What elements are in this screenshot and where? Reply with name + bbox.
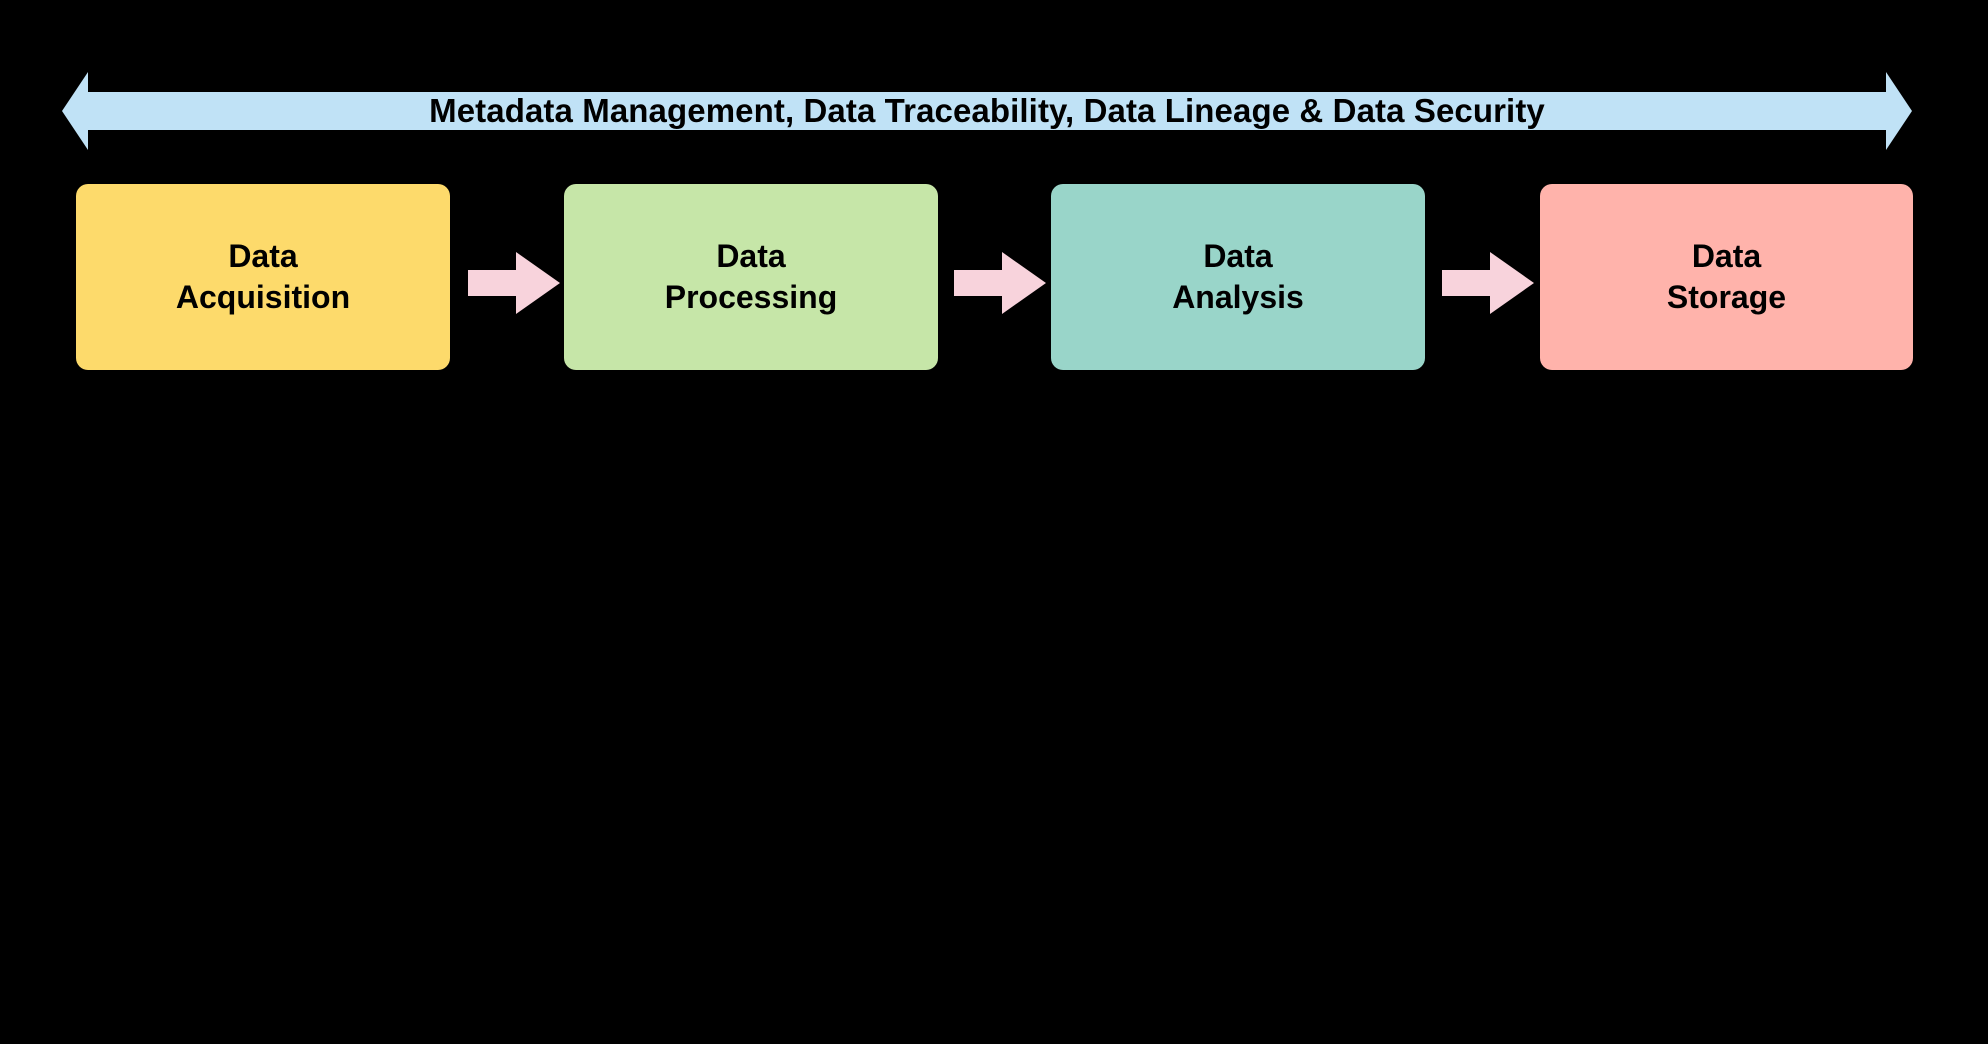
stage-box-data-acquisition[interactable]: Data Acquisition bbox=[76, 184, 450, 370]
stage-label-line2: Storage bbox=[1666, 279, 1787, 315]
arrow-right-shape bbox=[954, 252, 1046, 314]
stage-box-data-storage[interactable]: Data Storage bbox=[1540, 184, 1913, 370]
stage-label-line1: Data bbox=[228, 238, 298, 274]
arrow-right-icon bbox=[954, 252, 1046, 314]
stage-box-data-processing[interactable]: Data Processing bbox=[564, 184, 938, 370]
metadata-banner-arrow: Metadata Management, Data Traceability, … bbox=[62, 66, 1912, 156]
arrow-right-shape bbox=[468, 252, 560, 314]
stage-label-line1: Data bbox=[716, 238, 786, 274]
arrow-right-icon bbox=[1442, 252, 1534, 314]
stage-box-data-analysis[interactable]: Data Analysis bbox=[1051, 184, 1425, 370]
stage-label-line2: Analysis bbox=[1172, 279, 1304, 315]
arrow-right-shape bbox=[1442, 252, 1534, 314]
stage-label-line2: Processing bbox=[664, 279, 838, 315]
stage-label-line1: Data bbox=[1691, 238, 1762, 274]
arrow-right-icon bbox=[468, 252, 560, 314]
stage-label-line1: Data bbox=[1203, 238, 1273, 274]
stage-label-line2: Acquisition bbox=[175, 279, 351, 315]
banner-arrow-shape bbox=[62, 72, 1912, 150]
